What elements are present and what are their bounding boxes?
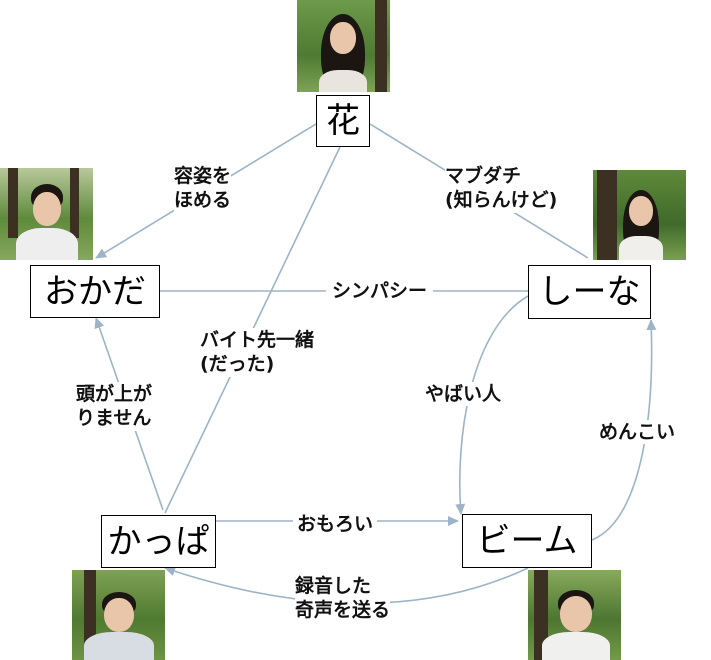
edge-label-beam-shiina: めんこい (599, 420, 676, 445)
edge-label-beam-kappa: 録音した 奇声を送る (295, 574, 391, 623)
edge-beam-shiina (591, 319, 657, 541)
edge-label-hana-okada: 容姿を ほめる (174, 164, 232, 213)
node-hana[interactable]: 花 (316, 95, 370, 147)
person-photo-kappa (72, 570, 165, 660)
edge-label-kappa-okada: 頭が上が りません (76, 382, 153, 431)
node-okada[interactable]: おかだ (30, 265, 160, 318)
edge-label-kappa-hana: バイト先一緒 (だった) (200, 328, 315, 377)
edge-label-kappa-beam: おもろい (293, 512, 378, 537)
person-photo-beam (528, 570, 621, 660)
edge-label-hana-shiina: マブダチ (知らんけど) (445, 164, 558, 213)
node-shiina[interactable]: しーな (528, 265, 651, 319)
person-photo-hana (297, 0, 390, 92)
node-beam[interactable]: ビーム (462, 514, 592, 568)
edge-label-okada-shiina: シンパシー (326, 279, 434, 304)
person-photo-okada (0, 168, 93, 260)
person-photo-shiina (593, 170, 686, 260)
node-kappa[interactable]: かっぱ (101, 515, 216, 568)
edge-label-shiina-beam: やばい人 (425, 382, 502, 407)
